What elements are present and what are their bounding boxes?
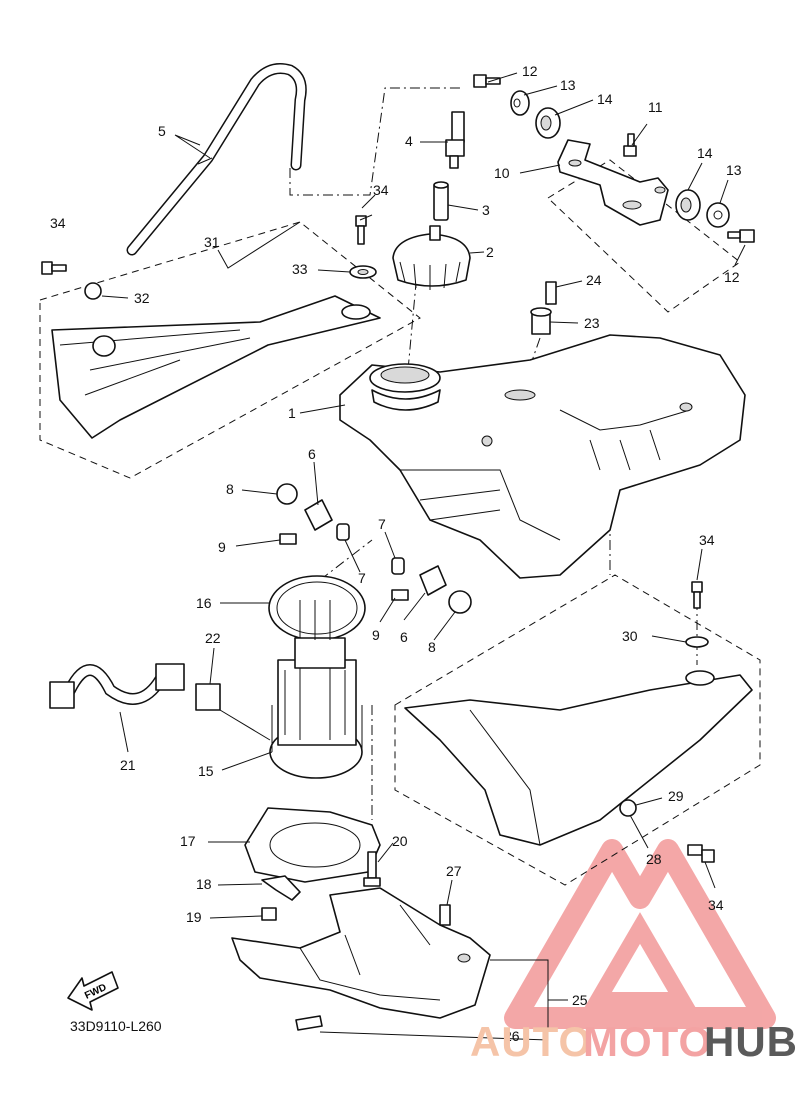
grommet-13-right: [706, 202, 730, 228]
callout-22: 22: [205, 630, 221, 646]
callout-12-top: 12: [522, 63, 538, 79]
callout-5: 5: [158, 123, 166, 139]
bolt-34-left: [41, 261, 67, 275]
callout-6-right: 6: [400, 629, 408, 645]
damper-14-top: [535, 107, 561, 139]
screw-24: [545, 281, 557, 305]
callout-6-left: 6: [308, 446, 316, 462]
callout-24: 24: [586, 272, 602, 288]
watermark-moto: MOTO: [583, 1018, 712, 1065]
callout-9-left: 9: [218, 539, 226, 555]
callout-28: 28: [646, 851, 662, 867]
screw-20: [363, 851, 381, 887]
dashed-box-right-cover: [394, 574, 761, 886]
callout-2: 2: [486, 244, 494, 260]
dashed-box-left-bracket: [39, 221, 421, 479]
fuel-hose-21: [49, 663, 185, 709]
callout-34-right-upper: 34: [699, 532, 715, 548]
callout-34-top: 34: [373, 182, 389, 198]
grommet-13-top: [510, 90, 530, 116]
callout-7-left: 7: [358, 570, 366, 586]
callout-11: 11: [648, 99, 663, 115]
pipe-3: [433, 181, 449, 221]
callout-9-right: 9: [372, 627, 380, 643]
fuel-pump-15: [269, 600, 363, 779]
mount-set-left: [276, 483, 350, 545]
callout-10: 10: [494, 165, 510, 181]
callout-18: 18: [196, 876, 212, 892]
callout-17: 17: [180, 833, 196, 849]
callout-1: 1: [288, 405, 296, 421]
callout-12-right: 12: [724, 269, 740, 285]
grommet-29: [619, 799, 637, 817]
bracket-18: [261, 875, 301, 901]
callout-7-right: 7: [378, 516, 386, 532]
bolt-11: [623, 133, 637, 157]
collar-23: [530, 307, 552, 335]
mount-set-right: [391, 557, 472, 614]
callout-31: 31: [204, 234, 220, 250]
under-cover-25: [231, 887, 491, 1019]
gasket-plate-17: [244, 807, 381, 883]
callout-8-right: 8: [428, 639, 436, 655]
washer-30: [685, 636, 709, 648]
callout-34-right-lower: 34: [708, 897, 724, 913]
callout-8-left: 8: [226, 481, 234, 497]
washer-33: [349, 265, 377, 279]
callout-26: 26: [504, 1028, 520, 1044]
bolt-12-right: [727, 229, 755, 243]
watermark-auto: AUTO: [470, 1018, 592, 1065]
callout-15: 15: [198, 763, 214, 779]
fuel-cap-2: [392, 225, 471, 290]
bolt-12-top: [473, 74, 501, 88]
watermark-logo: [504, 839, 776, 1029]
callout-4: 4: [405, 133, 413, 149]
callout-23: 23: [584, 315, 600, 331]
tank-bracket-10: [557, 139, 669, 226]
damper-14-right: [675, 189, 701, 221]
collar-32: [84, 282, 102, 300]
side-cover-28: [404, 670, 753, 846]
callout-14-top: 14: [597, 91, 613, 107]
clamp-22: [195, 683, 221, 711]
callout-14-right: 14: [697, 145, 713, 161]
watermark-hub: HUB: [704, 1018, 798, 1065]
side-bracket-31: [51, 295, 381, 439]
callout-20: 20: [392, 833, 408, 849]
callout-32: 32: [134, 290, 150, 306]
align-line-hose: [289, 87, 460, 196]
callout-16: 16: [196, 595, 212, 611]
callout-33: 33: [292, 261, 308, 277]
bolt-34-right-upper: [691, 581, 703, 609]
callout-19: 19: [186, 909, 202, 925]
leader-lines: [101, 72, 746, 1041]
bolt-34-upper: [355, 215, 367, 245]
callout-30: 30: [622, 628, 638, 644]
callout-29: 29: [668, 788, 684, 804]
damper-26: [295, 1015, 323, 1031]
hose-joint-4: [445, 111, 465, 169]
callout-13-right: 13: [726, 162, 742, 178]
bolt-19: [261, 907, 277, 921]
breather-hose: [126, 63, 307, 256]
watermark-text: AUTO MOTO HUB: [470, 1018, 798, 1065]
fwd-arrow-icon: [67, 971, 119, 1011]
callout-25: 25: [572, 992, 588, 1008]
callout-labels: 12 13 14 11 10 14 13 12 5 4 3 34 2 34 31…: [50, 63, 742, 1044]
bolt-34-right-lower: [687, 844, 715, 863]
callout-13-top: 13: [560, 77, 576, 93]
callout-3: 3: [482, 202, 490, 218]
fuel-tank-1: [339, 334, 746, 579]
callout-34-left: 34: [50, 215, 66, 231]
clip-27: [439, 904, 451, 926]
callout-21: 21: [120, 757, 136, 773]
align-line-pump: [319, 539, 373, 581]
callout-27: 27: [446, 863, 462, 879]
gasket-16: [268, 575, 366, 641]
drawing-code: 33D9110-L260: [70, 1018, 162, 1034]
